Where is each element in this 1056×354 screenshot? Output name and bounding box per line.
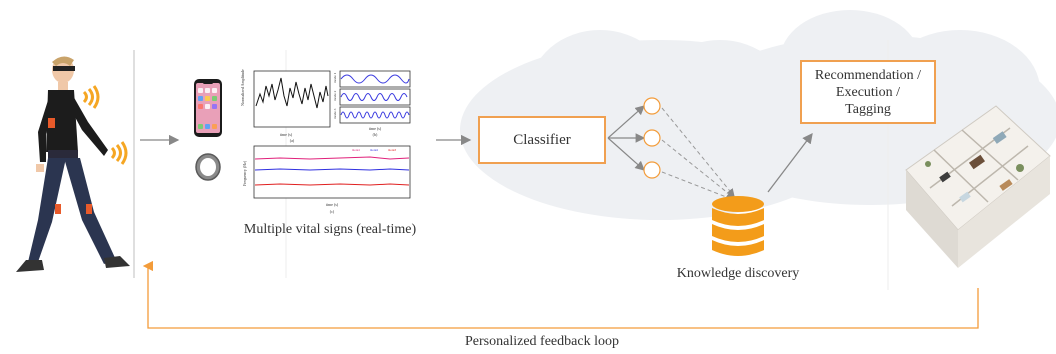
plot-b-label-1: mode 1 xyxy=(333,72,337,83)
plot-b-sub: (b) xyxy=(373,132,378,137)
recommendation-line-2: Execution / xyxy=(835,84,901,100)
plot-b-label-3: mode 3 xyxy=(333,108,337,119)
mode-1-wave xyxy=(340,74,410,84)
database-icon xyxy=(712,196,764,256)
mode1-line xyxy=(254,156,410,160)
person-walking-icon xyxy=(16,56,130,272)
mode3-line xyxy=(254,183,410,186)
recommendation-box: Recommendation / Execution / Tagging xyxy=(800,60,936,124)
vital-signs-plots: Normalized Amplitude time (s) (a) mode 1… xyxy=(240,69,411,214)
mode-3-wave xyxy=(340,111,410,119)
smart-ring-icon xyxy=(195,153,221,181)
plot-a-sub: (a) xyxy=(290,138,295,143)
recommendation-line-3: Tagging xyxy=(845,101,891,117)
smartphone-icon xyxy=(194,79,222,137)
house-model-icon xyxy=(905,105,1051,268)
mode2-line xyxy=(254,168,410,171)
legend-mode2: mode2 xyxy=(370,148,379,152)
plot-c-xlabel: time (s) xyxy=(326,202,339,207)
vitals-caption: Multiple vital signs (real-time) xyxy=(243,222,417,237)
wifi-signal-icon xyxy=(110,141,128,165)
feedback-label: Personalized feedback loop xyxy=(465,334,619,349)
classifier-label: Classifier xyxy=(513,131,571,148)
plot-a-xlabel: time (s) xyxy=(280,132,293,137)
mode-2-wave xyxy=(340,93,408,101)
output-nodes xyxy=(643,97,661,179)
plot-b-label-2: mode 2 xyxy=(333,90,337,101)
recommendation-line-1: Recommendation / xyxy=(814,67,922,83)
knowledge-label: Knowledge discovery xyxy=(676,266,800,281)
legend-mode3: mode3 xyxy=(388,148,397,152)
classifier-box: Classifier xyxy=(478,116,606,164)
wifi-signal-icon xyxy=(82,85,100,109)
plot-b-xlabel: time (s) xyxy=(369,126,382,131)
legend-mode1: mode1 xyxy=(352,148,361,152)
signal-trace-a xyxy=(255,77,329,109)
plot-c-ylabel: Frequency (Hz) xyxy=(242,160,247,186)
plot-c-sub: (c) xyxy=(330,209,335,214)
plot-a-ylabel: Normalized Amplitude xyxy=(240,69,245,106)
